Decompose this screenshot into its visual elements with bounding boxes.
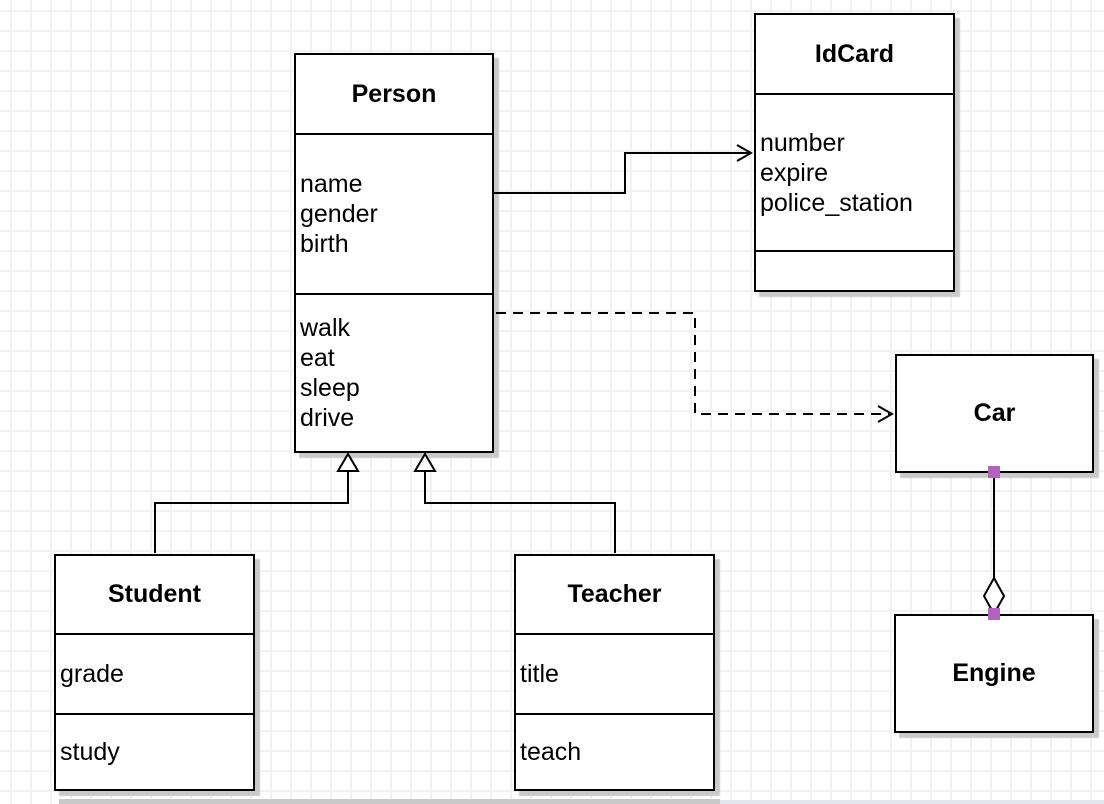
class-box-teacher[interactable]: Teacher title teach <box>514 554 715 791</box>
method-item: eat <box>300 344 335 372</box>
method-item: drive <box>300 404 355 432</box>
attribute-item: birth <box>300 230 349 258</box>
attributes-section-person: name gender birth <box>296 133 492 293</box>
class-title-student: Student <box>107 580 202 608</box>
class-title-car: Car <box>973 399 1016 427</box>
edge-line[interactable] <box>496 312 890 415</box>
class-box-person[interactable]: Person name gender birth walk eat sleep … <box>294 53 494 453</box>
edge-teacher-person[interactable] <box>413 452 616 553</box>
page-edge-strip-light <box>720 800 1104 804</box>
attribute-item: grade <box>60 660 124 688</box>
attribute-item: gender <box>300 200 378 228</box>
class-title-idcard: IdCard <box>814 39 895 68</box>
edge-line[interactable] <box>494 152 751 194</box>
class-box-idcard[interactable]: IdCard number expire police_station <box>754 13 955 292</box>
method-item: study <box>60 738 120 766</box>
edge-person-car[interactable] <box>496 312 895 423</box>
attribute-item: name <box>300 170 363 198</box>
generalization-triangle-icon <box>413 452 437 472</box>
open-arrowhead-icon <box>877 405 895 423</box>
edge-student-person[interactable] <box>154 452 360 553</box>
attributes-section-idcard: number expire police_station <box>756 93 953 250</box>
open-arrowhead-icon <box>736 144 754 162</box>
methods-section-student: study <box>56 713 253 789</box>
edge-line[interactable] <box>154 471 349 553</box>
edge-person-idcard[interactable] <box>494 144 754 194</box>
connection-point-marker <box>988 608 1000 620</box>
method-item: walk <box>300 314 351 342</box>
class-title-teacher: Teacher <box>567 580 662 608</box>
methods-section-person: walk eat sleep drive <box>296 293 492 451</box>
page-edge-strip <box>59 799 720 804</box>
attributes-section-teacher: title <box>516 633 713 713</box>
edge-line[interactable] <box>424 471 616 553</box>
class-title-person: Person <box>351 79 437 108</box>
methods-section-idcard <box>756 250 953 290</box>
class-title-engine: Engine <box>952 659 1036 687</box>
attribute-item: expire <box>760 158 829 187</box>
edge-car-engine[interactable] <box>982 466 1006 620</box>
method-item: teach <box>520 738 582 766</box>
attributes-section-student: grade <box>56 633 253 713</box>
attribute-item: police_station <box>760 188 913 217</box>
class-box-student[interactable]: Student grade study <box>54 554 255 791</box>
methods-section-teacher: teach <box>516 713 713 789</box>
attribute-item: title <box>520 660 559 688</box>
class-box-engine[interactable]: Engine <box>894 614 1094 733</box>
class-box-car[interactable]: Car <box>895 354 1094 473</box>
generalization-triangle-icon <box>336 452 360 472</box>
method-item: sleep <box>300 374 360 402</box>
connection-point-marker <box>988 466 1000 478</box>
attribute-item: number <box>760 128 845 157</box>
